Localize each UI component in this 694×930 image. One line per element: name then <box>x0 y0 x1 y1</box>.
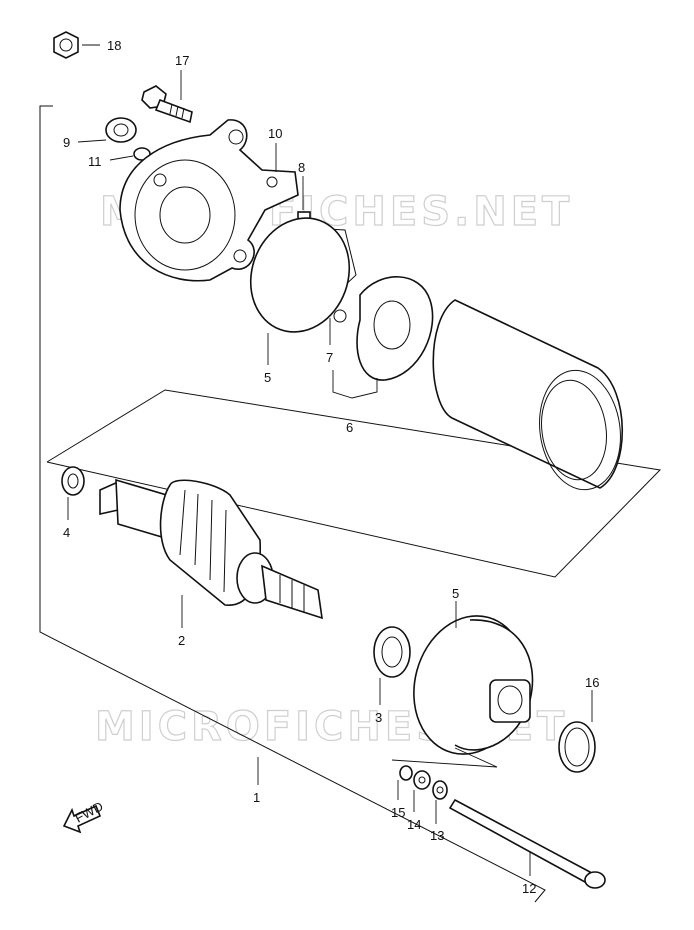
callout-5-lower: 5 <box>452 586 459 601</box>
washer-13 <box>432 780 448 800</box>
callout-12: 12 <box>522 881 536 896</box>
washer-14 <box>413 770 431 790</box>
callout-5-upper: 5 <box>264 370 271 385</box>
bolt-17 <box>141 85 193 124</box>
washer-4 <box>61 466 85 496</box>
callout-1: 1 <box>253 790 260 805</box>
callout-10: 10 <box>268 126 282 141</box>
brush-plate-6 <box>333 276 434 381</box>
nut-18 <box>53 31 79 59</box>
armature-frame <box>46 389 662 578</box>
armature-2 <box>99 478 323 620</box>
callout-11: 11 <box>88 154 102 169</box>
callout-18: 18 <box>107 38 121 53</box>
seal-3 <box>373 626 411 678</box>
front-housing <box>413 615 534 755</box>
washer-15 <box>399 765 413 781</box>
callout-14: 14 <box>407 817 421 832</box>
callout-8: 8 <box>298 160 305 175</box>
callout-6: 6 <box>346 420 353 435</box>
seal-9 <box>105 117 137 143</box>
callout-15: 15 <box>391 805 405 820</box>
callout-13: 13 <box>430 828 444 843</box>
rear-housing <box>119 119 299 282</box>
callout-9: 9 <box>63 135 70 150</box>
callout-17: 17 <box>175 53 189 68</box>
o-ring-16 <box>558 721 596 773</box>
assembly-bracket <box>39 105 546 903</box>
callout-7: 7 <box>326 350 333 365</box>
callout-16: 16 <box>585 675 599 690</box>
yoke <box>432 299 623 491</box>
o-ring-5-upper <box>249 217 351 333</box>
callout-4: 4 <box>63 525 70 540</box>
through-bolt-12 <box>448 798 606 889</box>
fwd-arrow-icon: FWD <box>62 799 106 834</box>
callout-3: 3 <box>375 710 382 725</box>
callout-2: 2 <box>178 633 185 648</box>
